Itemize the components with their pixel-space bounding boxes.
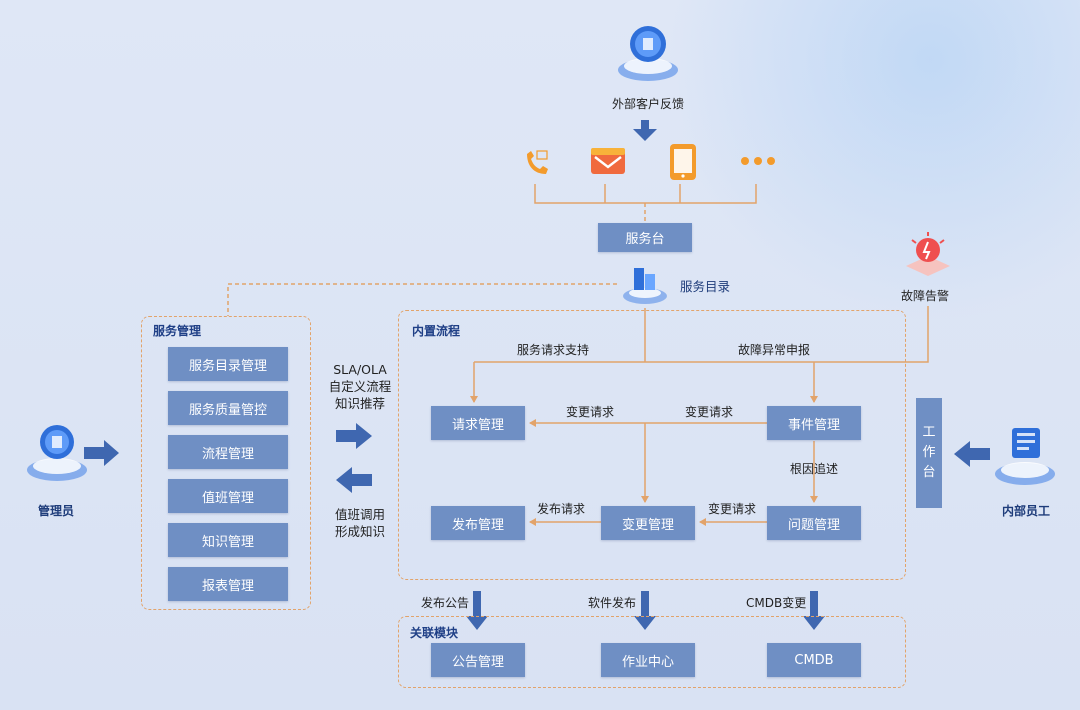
service-catalog-icon — [623, 268, 667, 304]
report-mgmt[interactable]: 报表管理 — [168, 567, 288, 601]
duty-mgmt[interactable]: 值班管理 — [168, 479, 288, 513]
release-mgmt-box[interactable]: 发布管理 — [431, 506, 525, 540]
release-request-label: 发布请求 — [537, 502, 586, 516]
fault-report-label: 故障异常申报 — [738, 343, 811, 357]
workbench-char-1: 工 — [922, 425, 936, 440]
change-mgmt-box[interactable]: 变更管理 — [601, 506, 695, 540]
builtin-process-title: 内置流程 — [412, 324, 461, 338]
workbench-char-3: 台 — [922, 465, 936, 480]
change-request-label-b: 变更请求 — [685, 405, 734, 419]
workbench-box[interactable]: 工 作 台 — [916, 398, 942, 508]
middle-top-text: SLA/OLA 自定义流程 知识推荐 — [322, 361, 398, 412]
service-request-support-label: 服务请求支持 — [517, 343, 590, 357]
custom-flow-line: 自定义流程 — [328, 379, 392, 394]
admin-icon — [27, 425, 87, 481]
phone-icon[interactable] — [520, 146, 554, 180]
cmdb-change-label: CMDB变更 — [746, 596, 807, 610]
related-modules-group — [398, 616, 906, 688]
job-center-box[interactable]: 作业中心 — [601, 643, 695, 677]
alarm-icon — [906, 232, 950, 276]
employee-label: 内部员工 — [1002, 504, 1051, 518]
service-quality-control[interactable]: 服务质量管控 — [168, 391, 288, 425]
publish-notice-label: 发布公告 — [421, 596, 470, 610]
builtin-process-group — [398, 310, 906, 580]
mobile-icon[interactable] — [668, 142, 698, 182]
admin-label: 管理员 — [38, 504, 75, 518]
incident-mgmt-box[interactable]: 事件管理 — [767, 406, 861, 440]
notice-mgmt-box[interactable]: 公告管理 — [431, 643, 525, 677]
customer-feedback-icon — [618, 26, 678, 81]
change-request-label-a: 变更请求 — [566, 405, 615, 419]
cmdb-box[interactable]: CMDB — [767, 643, 861, 677]
sla-line: SLA/OLA — [333, 362, 387, 377]
change-request-label-c: 变更请求 — [708, 502, 757, 516]
customer-feedback-label: 外部客户反馈 — [612, 97, 685, 111]
service-desk-box[interactable]: 服务台 — [598, 223, 692, 252]
employee-icon — [995, 428, 1055, 485]
duty-call-line: 值班调用 — [334, 507, 385, 522]
fault-alarm-label: 故障告警 — [901, 289, 950, 303]
more-icon[interactable] — [738, 154, 778, 168]
service-catalog-label: 服务目录 — [680, 279, 731, 294]
form-knowledge-line: 形成知识 — [334, 524, 385, 539]
knowledge-recommend-line: 知识推荐 — [334, 396, 385, 411]
service-catalog-mgmt[interactable]: 服务目录管理 — [168, 347, 288, 381]
software-release-label: 软件发布 — [588, 596, 637, 610]
root-cause-label: 根因追述 — [790, 462, 839, 476]
workbench-char-2: 作 — [922, 445, 936, 460]
middle-bottom-text: 值班调用 形成知识 — [322, 506, 398, 540]
related-modules-title: 关联模块 — [410, 626, 459, 640]
request-mgmt-box[interactable]: 请求管理 — [431, 406, 525, 440]
email-icon[interactable] — [589, 142, 627, 180]
service-mgmt-group — [141, 316, 311, 610]
knowledge-mgmt[interactable]: 知识管理 — [168, 523, 288, 557]
process-mgmt[interactable]: 流程管理 — [168, 435, 288, 469]
problem-mgmt-box[interactable]: 问题管理 — [767, 506, 861, 540]
service-mgmt-title: 服务管理 — [153, 324, 202, 338]
